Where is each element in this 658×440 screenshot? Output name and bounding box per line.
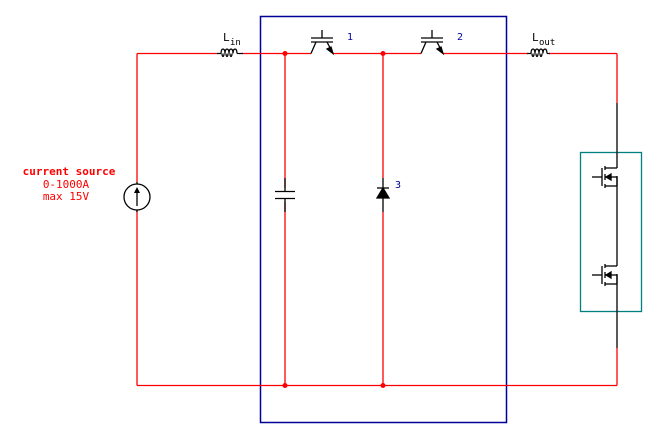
lout-label-main: L xyxy=(532,31,539,44)
igbt-switch-2-icon xyxy=(420,30,445,56)
junctions xyxy=(282,51,386,388)
lin-label-sub: in xyxy=(230,38,241,48)
igbt-switch-1-icon xyxy=(310,30,335,56)
lin-label: L in xyxy=(223,31,241,48)
switch-1-number-label: 1 xyxy=(347,32,353,43)
mosfet-lower-icon xyxy=(592,263,618,286)
capacitor-icon xyxy=(275,178,295,212)
inductor-lin-icon xyxy=(217,48,243,58)
source-max-voltage-label: max 15V xyxy=(43,190,90,203)
junction-dot xyxy=(380,383,386,388)
switch-2-number-label: 2 xyxy=(457,32,463,43)
current-source-symbol xyxy=(123,182,151,212)
source-range-label: 0-1000A xyxy=(43,178,90,191)
mosfet-upper-icon xyxy=(592,165,618,188)
lout-label: L out xyxy=(532,31,555,48)
wires xyxy=(136,52,618,387)
load-module-box xyxy=(579,151,643,313)
converter-module-box xyxy=(259,15,508,424)
junction-dot xyxy=(282,51,288,56)
diode-3-icon xyxy=(375,178,391,212)
lin-label-main: L xyxy=(223,31,230,44)
diode-3-number-label: 3 xyxy=(395,180,401,191)
inductor-lout-icon xyxy=(527,48,550,58)
junction-dot xyxy=(282,383,288,388)
junction-dot xyxy=(380,51,386,56)
lout-label-sub: out xyxy=(539,38,555,48)
source-title-label: current source xyxy=(23,165,116,178)
